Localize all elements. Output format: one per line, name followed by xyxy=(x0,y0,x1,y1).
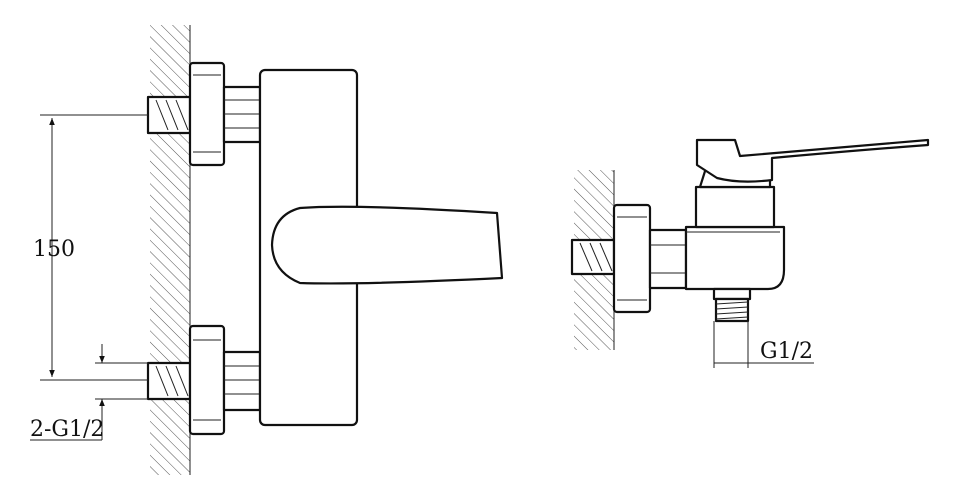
side-hex-nut xyxy=(648,228,688,290)
lever-handle xyxy=(270,205,504,285)
front-view: 150 2-G1/2 xyxy=(30,25,504,475)
side-body xyxy=(684,225,786,291)
top-flange xyxy=(188,61,226,167)
side-flange xyxy=(612,203,652,314)
thread-label-side: G1/2 xyxy=(760,339,813,364)
top-inlet-pipe xyxy=(146,95,192,135)
wall-hatch xyxy=(150,25,190,475)
bottom-inlet-pipe xyxy=(146,361,192,401)
thread-dimension-front xyxy=(30,344,148,441)
top-hex-nut xyxy=(222,85,262,144)
dimension-150-label: 150 xyxy=(33,237,75,262)
side-view: G1/2 xyxy=(570,138,930,368)
side-column xyxy=(694,185,776,229)
bottom-hex-nut xyxy=(222,350,262,412)
bottom-flange xyxy=(188,324,226,436)
side-inlet-pipe xyxy=(570,238,616,276)
side-outlet-thread xyxy=(712,287,752,323)
side-lever xyxy=(695,138,930,183)
dimension-150 xyxy=(40,114,148,381)
thread-label-front: 2-G1/2 xyxy=(30,417,104,442)
thread-dimension-side xyxy=(713,321,814,368)
